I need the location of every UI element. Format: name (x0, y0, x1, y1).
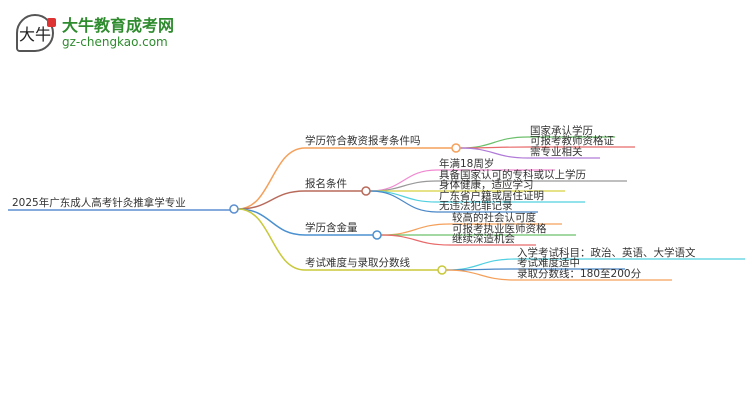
leaf-label: 可报考教师资格证 (530, 134, 614, 147)
branch-node[interactable] (372, 230, 382, 240)
leaf-label: 广东省户籍或居住证明 (439, 189, 544, 202)
leaf-label: 继续深造机会 (452, 232, 515, 245)
logo-icon: 大牛 (16, 14, 56, 52)
logo-mark-text: 大牛 (18, 25, 51, 44)
branch-node[interactable] (437, 265, 447, 275)
connector (459, 147, 529, 159)
branch-label: 学历含金量 (305, 221, 358, 234)
connector (445, 269, 516, 281)
branch-node[interactable] (361, 186, 371, 196)
connector (237, 208, 306, 271)
logo: 大牛 大牛教育成考网 gz-chengkao.com (16, 14, 174, 52)
branch-label: 报名条件 (305, 177, 347, 190)
leaf-label: 无违法犯罪记录 (439, 199, 513, 212)
connector (380, 234, 451, 246)
logo-title: 大牛教育成考网 (62, 16, 175, 35)
connector (237, 208, 306, 236)
leaf-label: 具备国家认可的专科或以上学历 (439, 168, 586, 181)
logo-url: gz-chengkao.com (62, 35, 168, 49)
connector (380, 223, 451, 236)
connector (237, 147, 306, 210)
leaf-label: 录取分数线：180至200分 (517, 267, 642, 280)
connector (445, 258, 516, 271)
leaf-label: 需专业相关 (530, 145, 583, 158)
leaf-label: 年满18周岁 (439, 157, 494, 170)
connector (369, 169, 438, 192)
connector (369, 180, 438, 192)
branch-label: 考试难度与录取分数线 (305, 256, 410, 269)
root-label: 2025年广东成人高考针灸推拿学专业 (12, 196, 186, 209)
leaf-label: 可报考执业医师资格 (452, 222, 547, 235)
connector (369, 190, 438, 213)
leaf-label: 考试难度适中 (517, 256, 580, 269)
branch-label: 学历符合教资报考条件吗 (305, 134, 421, 147)
branch-node[interactable] (451, 143, 461, 153)
connector (369, 190, 438, 203)
leaf-label: 身体健康，适应学习 (439, 178, 534, 191)
root-node[interactable] (229, 204, 239, 214)
leaf-label: 国家承认学历 (530, 124, 593, 137)
connector (237, 190, 306, 210)
connector (459, 136, 529, 149)
leaf-label: 入学考试科目：政治、英语、大学语文 (517, 246, 696, 259)
leaf-label: 较高的社会认可度 (452, 211, 536, 224)
